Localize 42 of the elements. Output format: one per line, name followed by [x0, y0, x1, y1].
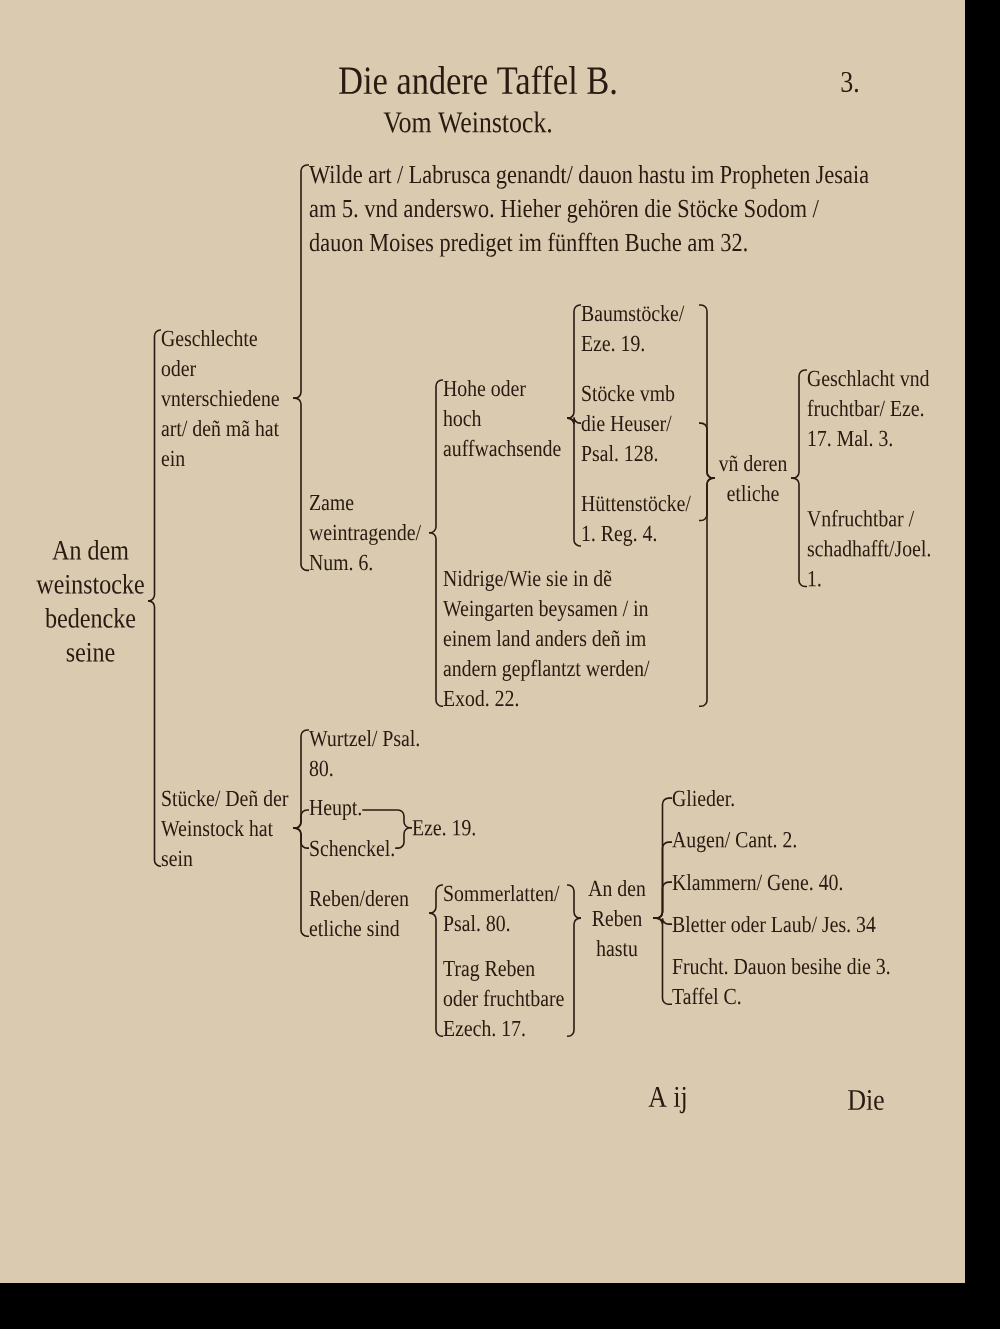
entry-text: Stöcke vmb die Heuser/ Psal. 128.: [581, 385, 675, 462]
entry-text: Geschlacht vnd fruchtbar/ Eze. 17. Mal. 3.: [807, 370, 930, 447]
entry-text: Nidrige/Wie sie in dẽ Weingarten beysamen / in einem land anders deñ im andern gepflantzt werden/ Exod. 22.: [443, 570, 650, 707]
entry-text: Schenckel.: [310, 840, 394, 857]
entry-text: Frucht. Dauon besihe die 3. Taffel C.: [672, 958, 890, 1005]
brace-line: [428, 912, 444, 1038]
entry-text: Heupt.: [309, 800, 361, 820]
brace-line: [698, 477, 716, 708]
entry-text: Sommerlatten/ Psal. 80.: [443, 885, 560, 932]
entry-text: vñ deren etliche: [718, 455, 788, 502]
entry-text: An den Reben hastu: [588, 880, 646, 957]
entry-text: Wilde art / Labrusca genandt/ dauon hastu im Propheten Jesaia am 5. vnd anderswo. Hieher gehören die Stöcke Sodom / dauon Moises prediget im fünfften Buche am 32.: [309, 165, 869, 257]
entry-text: Augen/ Cant. 2.: [672, 832, 796, 853]
brace-line: [566, 417, 582, 547]
entry-text: Wurtzel/ Psal. 80.: [309, 730, 419, 777]
entry-text: Vnfruchtbar / schadhafft/Joel. 1.: [807, 510, 931, 587]
entry-text: Klammern/ Gene. 40.: [672, 874, 843, 891]
entry-text: Trag Reben oder fruchtbare Ezech. 17.: [443, 960, 564, 1037]
entry-text: Geschlechte oder vnterschiedene art/ deñ mã hat ein: [161, 330, 279, 467]
brace-line: [566, 304, 582, 419]
entry-text: Stücke/ Deñ der Weinstock hat sein: [161, 790, 289, 867]
entry-text: Hüttenstöcke/ 1. Reg. 4.: [581, 495, 691, 546]
subtitle: Vom Weinstock.: [383, 111, 552, 133]
entry-text: Reben/deren etliche sind: [309, 890, 409, 937]
brace-line: [428, 531, 444, 708]
entry-text: Eze. 19.: [412, 820, 475, 836]
entry-text: Glieder.: [672, 790, 734, 807]
entry-text: Zame weintragende/ Num. 6.: [309, 495, 422, 571]
page-number: 3.: [841, 71, 858, 93]
brace-line: [566, 884, 582, 919]
entry-text: An dem weinstocke bedencke seine: [36, 540, 144, 662]
signature-mark: A ij: [648, 1086, 686, 1114]
entry-text: Hohe oder hoch auffwachsende: [443, 380, 561, 457]
brace-line: [566, 917, 582, 1038]
entry-text: Baumstöcke/ Eze. 19.: [581, 305, 685, 352]
brace-line: [147, 600, 162, 867]
brace-line: [394, 827, 413, 849]
entry-text: Bletter oder Laub/ Jes. 34: [672, 916, 876, 933]
page-title: Die andere Taffel B.: [339, 65, 616, 95]
brace-line: [292, 827, 310, 937]
brace-line: [428, 884, 444, 914]
catchword: Die: [848, 1089, 884, 1111]
